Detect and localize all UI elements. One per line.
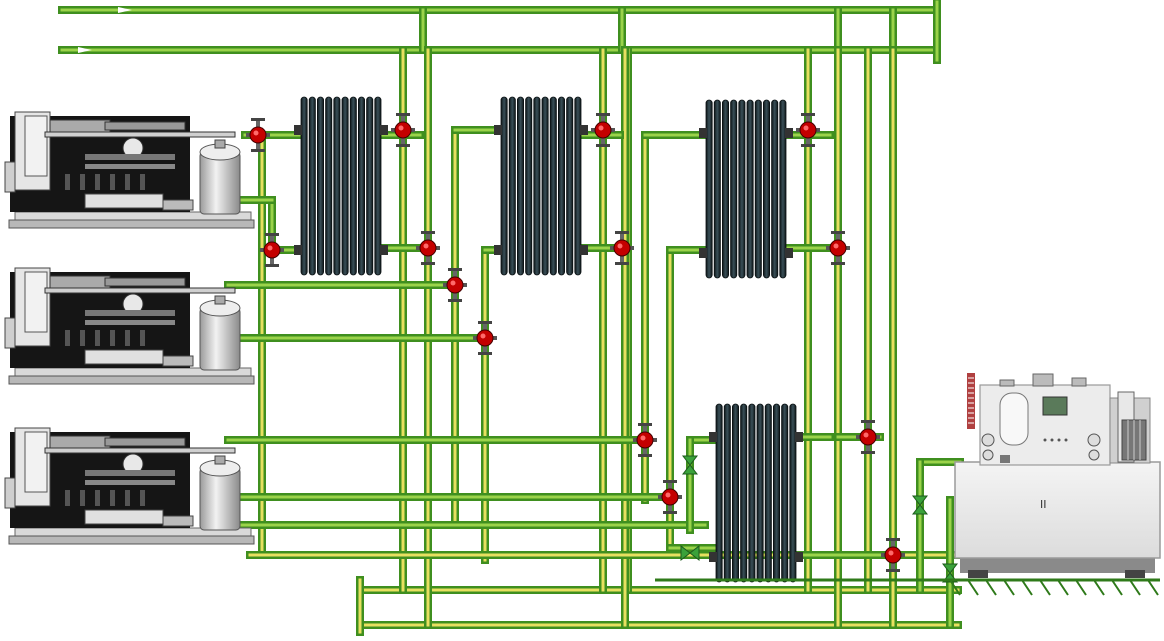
- gate-valve-icon: [591, 113, 615, 147]
- radiators: [294, 96, 803, 583]
- generator-unit-2: [4, 267, 255, 385]
- gate-valve-icon: [881, 538, 905, 572]
- check-valve-icon: [681, 455, 699, 475]
- flow-arrow-icon: [78, 47, 92, 53]
- gate-valve-icon: [246, 118, 270, 152]
- boiler-window-icon: [999, 392, 1029, 446]
- gate-valve-icon: [443, 268, 467, 302]
- gate-valve-icon: [416, 231, 440, 265]
- tank-icon: [199, 307, 241, 371]
- gate-valve-icon: [796, 113, 820, 147]
- gate-valve-icon: [473, 321, 497, 355]
- pipe-network: [58, 0, 966, 636]
- flow-arrow-icon: [118, 7, 132, 13]
- tank-icon: [199, 151, 241, 215]
- valves: [246, 113, 959, 583]
- radiator-3: [699, 99, 793, 279]
- tank-icon: [199, 467, 241, 531]
- boiler-unit: II: [655, 373, 1161, 596]
- gate-valve-icon: [658, 480, 682, 514]
- gate-valve-icon: [610, 231, 634, 265]
- gate-valve-icon: [856, 420, 880, 454]
- radiator-1: [294, 96, 388, 276]
- boiler-cabinet-label: II: [1040, 498, 1047, 511]
- generator-unit-3: [4, 427, 255, 545]
- generator-unit-1: [4, 111, 255, 229]
- gate-valve-icon: [826, 231, 850, 265]
- gate-valve-icon: [260, 233, 284, 267]
- check-valve-icon: [911, 495, 929, 515]
- boiler-cabinet: [954, 461, 1161, 559]
- generator-units: [4, 111, 255, 545]
- gate-valve-icon: [633, 423, 657, 457]
- radiator-4: [709, 403, 803, 583]
- gate-valve-icon: [391, 113, 415, 147]
- radiator-2: [494, 96, 588, 276]
- check-valve-icon: [680, 544, 700, 562]
